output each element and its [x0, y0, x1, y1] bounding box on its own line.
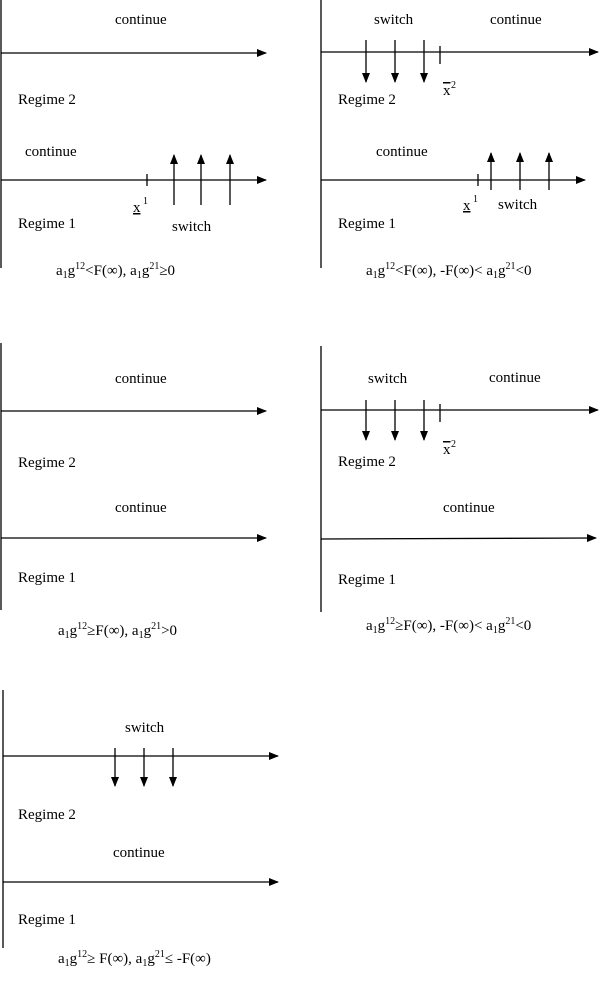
- panel-1-caption: a1g12<F(∞), a1g21≥0: [56, 261, 175, 281]
- panel-5: switch Regime 2 continue Regime 1 a1g12≥…: [2, 690, 279, 969]
- regime-2-label: Regime 2: [338, 92, 396, 108]
- regime-2-label: Regime 2: [338, 454, 396, 470]
- x-upper-threshold: x: [443, 83, 451, 99]
- x-lower-threshold: x: [463, 198, 471, 214]
- regime-2-label: Regime 2: [18, 455, 76, 471]
- switch-label: switch: [125, 720, 165, 736]
- x-lower-superscript: 1: [143, 196, 148, 207]
- panel-4-caption: a1g12≥F(∞), -F(∞)< a1g21<0: [366, 616, 531, 636]
- continue-label: continue: [113, 845, 165, 861]
- switch-label: switch: [368, 371, 408, 387]
- regime-1-label: Regime 1: [18, 912, 76, 928]
- x-lower-superscript: 1: [473, 194, 478, 205]
- panel-3-caption: a1g12≥F(∞), a1g21>0: [58, 621, 177, 641]
- regime-1-label: Regime 1: [338, 216, 396, 232]
- panel-4: switch continue x 2 Regime 2 continue Re…: [320, 346, 599, 636]
- panel-3: continue Regime 2 continue Regime 1 a1g1…: [0, 343, 267, 641]
- continue-label: continue: [115, 12, 167, 28]
- panel-1: continue Regime 2 continue x 1 switch Re…: [0, 0, 267, 281]
- x-upper-superscript: 2: [451, 439, 456, 450]
- continue-label: continue: [376, 144, 428, 160]
- continue-label: continue: [115, 500, 167, 516]
- continue-label: continue: [443, 500, 495, 516]
- panel-5-caption: a1g12≥ F(∞), a1g21≤ -F(∞): [58, 949, 211, 969]
- regime-2-label: Regime 2: [18, 807, 76, 823]
- continue-label: continue: [490, 12, 542, 28]
- continue-label: continue: [25, 144, 77, 160]
- switch-label: switch: [498, 197, 538, 213]
- regime-1-label: Regime 1: [18, 570, 76, 586]
- x-upper-threshold: x: [443, 442, 451, 458]
- continue-label: continue: [115, 371, 167, 387]
- regime-1-label: Regime 1: [18, 216, 76, 232]
- panel-2-caption: a1g12<F(∞), -F(∞)< a1g21<0: [366, 261, 532, 281]
- switch-label: switch: [172, 219, 212, 235]
- regime-2-label: Regime 2: [18, 92, 76, 108]
- regime-1-label: Regime 1: [338, 572, 396, 588]
- switch-label: switch: [374, 12, 414, 28]
- x-lower-threshold: x: [133, 200, 141, 216]
- continue-label: continue: [489, 370, 541, 386]
- panel-2: switch continue x 2 Regime 2 continue x …: [320, 0, 599, 281]
- regime-1-axis: [320, 534, 597, 543]
- x-upper-superscript: 2: [451, 80, 456, 91]
